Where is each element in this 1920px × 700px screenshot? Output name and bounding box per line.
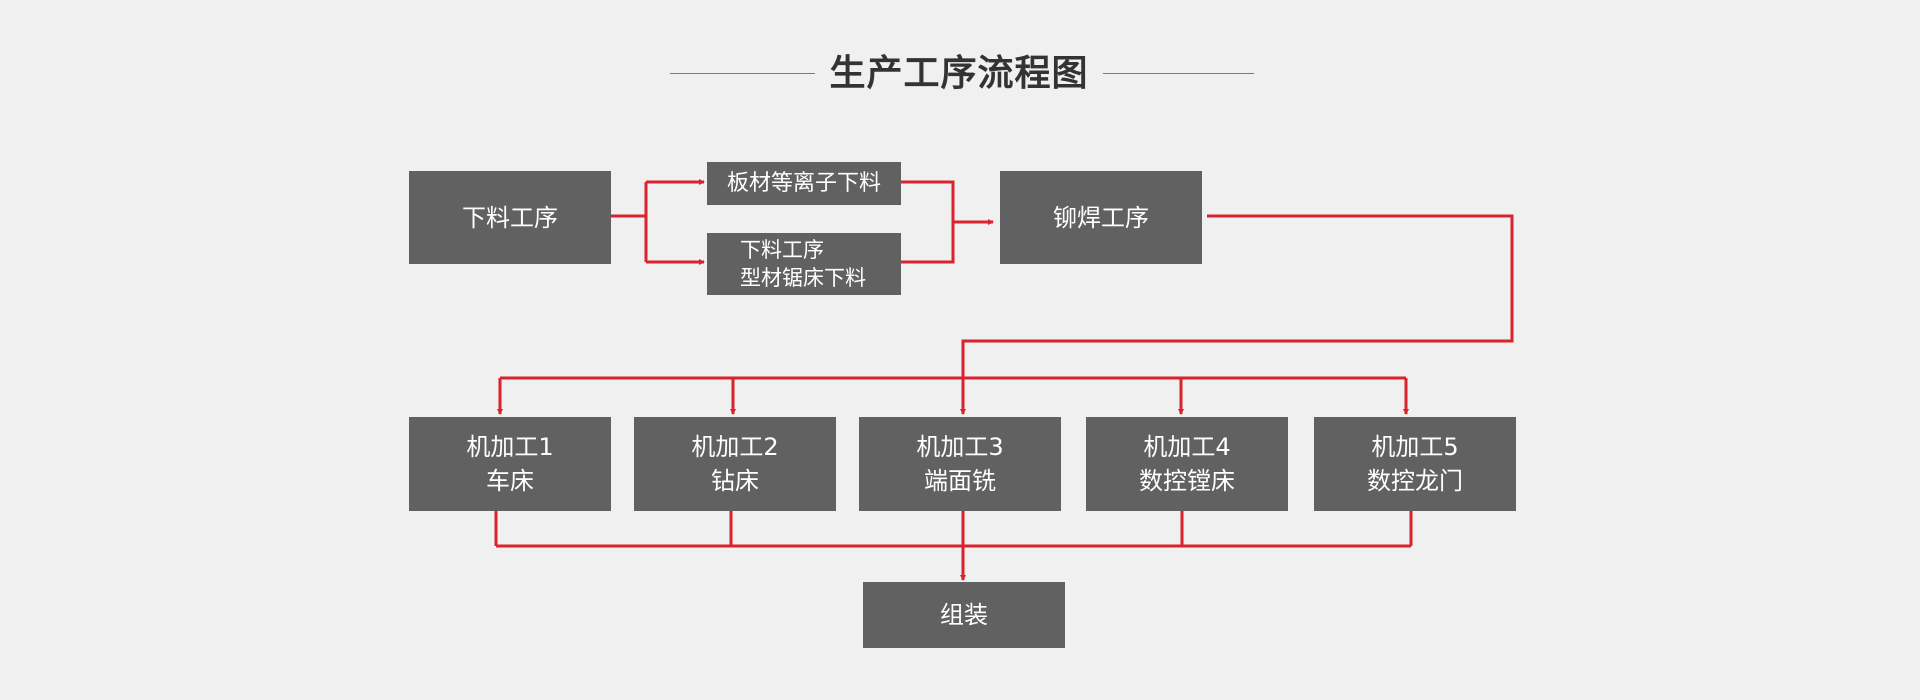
node-cutting-label: 下料工序: [462, 203, 558, 232]
node-machining5: 机加工5 数控龙门: [1314, 417, 1516, 511]
node-machining4-line1: 机加工4: [1143, 433, 1231, 461]
diagram-title: 生产工序流程图: [829, 53, 1089, 94]
connector-rivet-weld-out: [961, 214, 1514, 378]
node-machining2-line2: 钻床: [711, 467, 759, 495]
node-machining2: 机加工2 钻床: [634, 417, 836, 511]
node-machining1: 机加工1 车床: [409, 417, 611, 511]
node-profile-cut-line2: 型材锯床下料: [740, 266, 866, 290]
connector-from-plate-cut: [901, 180, 955, 264]
node-machining2-line1: 机加工2: [691, 433, 779, 461]
node-machining5-line2: 数控龙门: [1367, 467, 1463, 495]
node-profile-cut-line1: 下料工序: [740, 238, 824, 262]
node-assembly-label: 组装: [940, 601, 988, 629]
node-rivet-weld-label: 铆焊工序: [1053, 203, 1149, 232]
node-machining4: 机加工4 数控镗床: [1086, 417, 1288, 511]
node-profile-cut: 下料工序 型材锯床下料: [707, 233, 901, 295]
node-machining4-line2: 数控镗床: [1139, 467, 1235, 495]
node-cutting: 下料工序: [409, 171, 611, 264]
node-machining3-line2: 端面铣: [924, 467, 996, 495]
node-plate-cut: 板材等离子下料: [707, 162, 901, 205]
node-machining1-line2: 车床: [486, 467, 534, 495]
node-machining1-line1: 机加工1: [466, 433, 554, 461]
node-assembly: 组装: [863, 582, 1065, 648]
diagram-header: 生产工序流程图: [0, 50, 1920, 98]
node-machining5-line1: 机加工5: [1371, 433, 1459, 461]
node-rivet-weld: 铆焊工序: [1000, 171, 1202, 264]
node-machining3-line1: 机加工3: [916, 433, 1004, 461]
node-machining3: 机加工3 端面铣: [859, 417, 1061, 511]
node-plate-cut-label: 板材等离子下料: [726, 170, 881, 196]
title-rule-left: [670, 73, 815, 74]
title-rule-right: [1103, 73, 1254, 74]
